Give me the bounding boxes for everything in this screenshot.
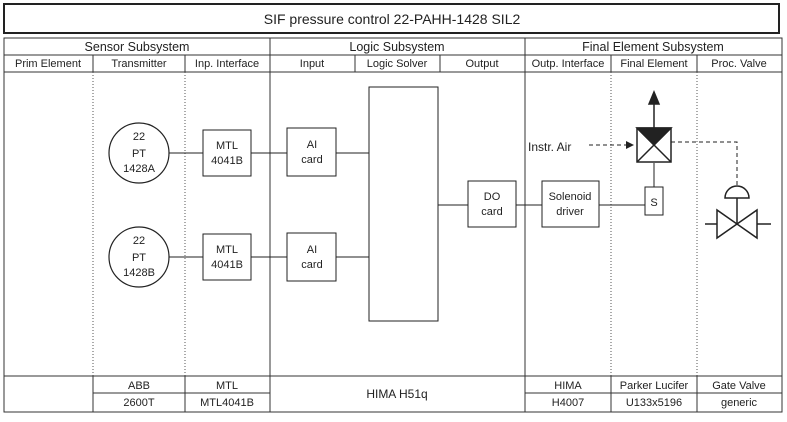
footer-transmitter-vendor: ABB (128, 380, 150, 392)
footer-proc-valve-model: generic (721, 397, 758, 409)
ai-card-b (286, 232, 337, 282)
solenoid-label: S (650, 197, 657, 209)
col-output: Output (465, 58, 498, 70)
signal-lines (168, 152, 655, 258)
process-valve-icon (705, 185, 771, 240)
transmitter-1428b-line1: 22 (133, 235, 145, 247)
logic-solver-block (368, 86, 439, 322)
ai-card-a-line2: card (301, 154, 322, 166)
transmitter-1428b-line2: PT (132, 252, 146, 264)
transmitter-1428b-line3: 1428B (123, 267, 155, 279)
barrier-a-line1: MTL (216, 140, 238, 152)
footer-interface-model: MTL4041B (200, 397, 254, 409)
col-outp-interface: Outp. Interface (532, 58, 605, 70)
ai-card-b-line2: card (301, 259, 322, 271)
barrier-a-line2: 4041B (211, 155, 243, 167)
footer-final-element-vendor: Parker Lucifer (620, 380, 689, 392)
footer-transmitter-model: 2600T (123, 397, 154, 409)
transmitter-1428a-line3: 1428A (123, 163, 155, 175)
do-card-line1: DO (484, 191, 501, 203)
solenoid-box (644, 186, 664, 216)
solenoid-driver-line1: Solenoid (549, 191, 592, 203)
sensor-subsystem-header: Sensor Subsystem (85, 40, 190, 54)
barrier-b (202, 233, 252, 281)
col-logic-solver: Logic Solver (367, 58, 428, 70)
footer-outp-interface-vendor: HIMA (554, 380, 582, 392)
col-input: Input (300, 58, 324, 70)
ai-card-a-line1: AI (307, 139, 317, 151)
col-proc-valve: Proc. Valve (711, 58, 766, 70)
barrier-b-line1: MTL (216, 244, 238, 256)
col-prim-element: Prim Element (15, 58, 81, 70)
col-inp-interface: Inp. Interface (195, 58, 259, 70)
solenoid-driver (541, 180, 600, 228)
footer-outp-interface-model: H4007 (552, 397, 584, 409)
barrier-a (202, 129, 252, 177)
footer-final-element-model: U133x5196 (626, 397, 682, 409)
do-card (467, 180, 517, 228)
instr-air-label: Instr. Air (528, 140, 571, 154)
solenoid-valve-icon (635, 90, 673, 163)
solenoid-driver-line2: driver (556, 206, 584, 218)
footer-interface-vendor: MTL (216, 380, 238, 392)
logic-subsystem-header: Logic Subsystem (349, 40, 444, 54)
actuator-air-line (671, 141, 738, 198)
col-transmitter: Transmitter (111, 58, 167, 70)
ai-card-a (286, 127, 337, 177)
title-box (3, 3, 780, 34)
transmitter-1428a-line1: 22 (133, 131, 145, 143)
transmitter-1428a-line2: PT (132, 148, 146, 160)
page-title: SIF pressure control 22-PAHH-1428 SIL2 (264, 11, 521, 27)
barrier-b-line2: 4041B (211, 259, 243, 271)
transmitter-1428b (108, 226, 170, 288)
footer-logic-solver: HIMA H51q (366, 387, 427, 401)
transmitter-1428a (108, 122, 170, 184)
ai-card-b-line1: AI (307, 244, 317, 256)
col-final-element: Final Element (620, 58, 687, 70)
footer-proc-valve-type: Gate Valve (712, 380, 766, 392)
final-subsystem-header: Final Element Subsystem (582, 40, 724, 54)
do-card-line2: card (481, 206, 502, 218)
